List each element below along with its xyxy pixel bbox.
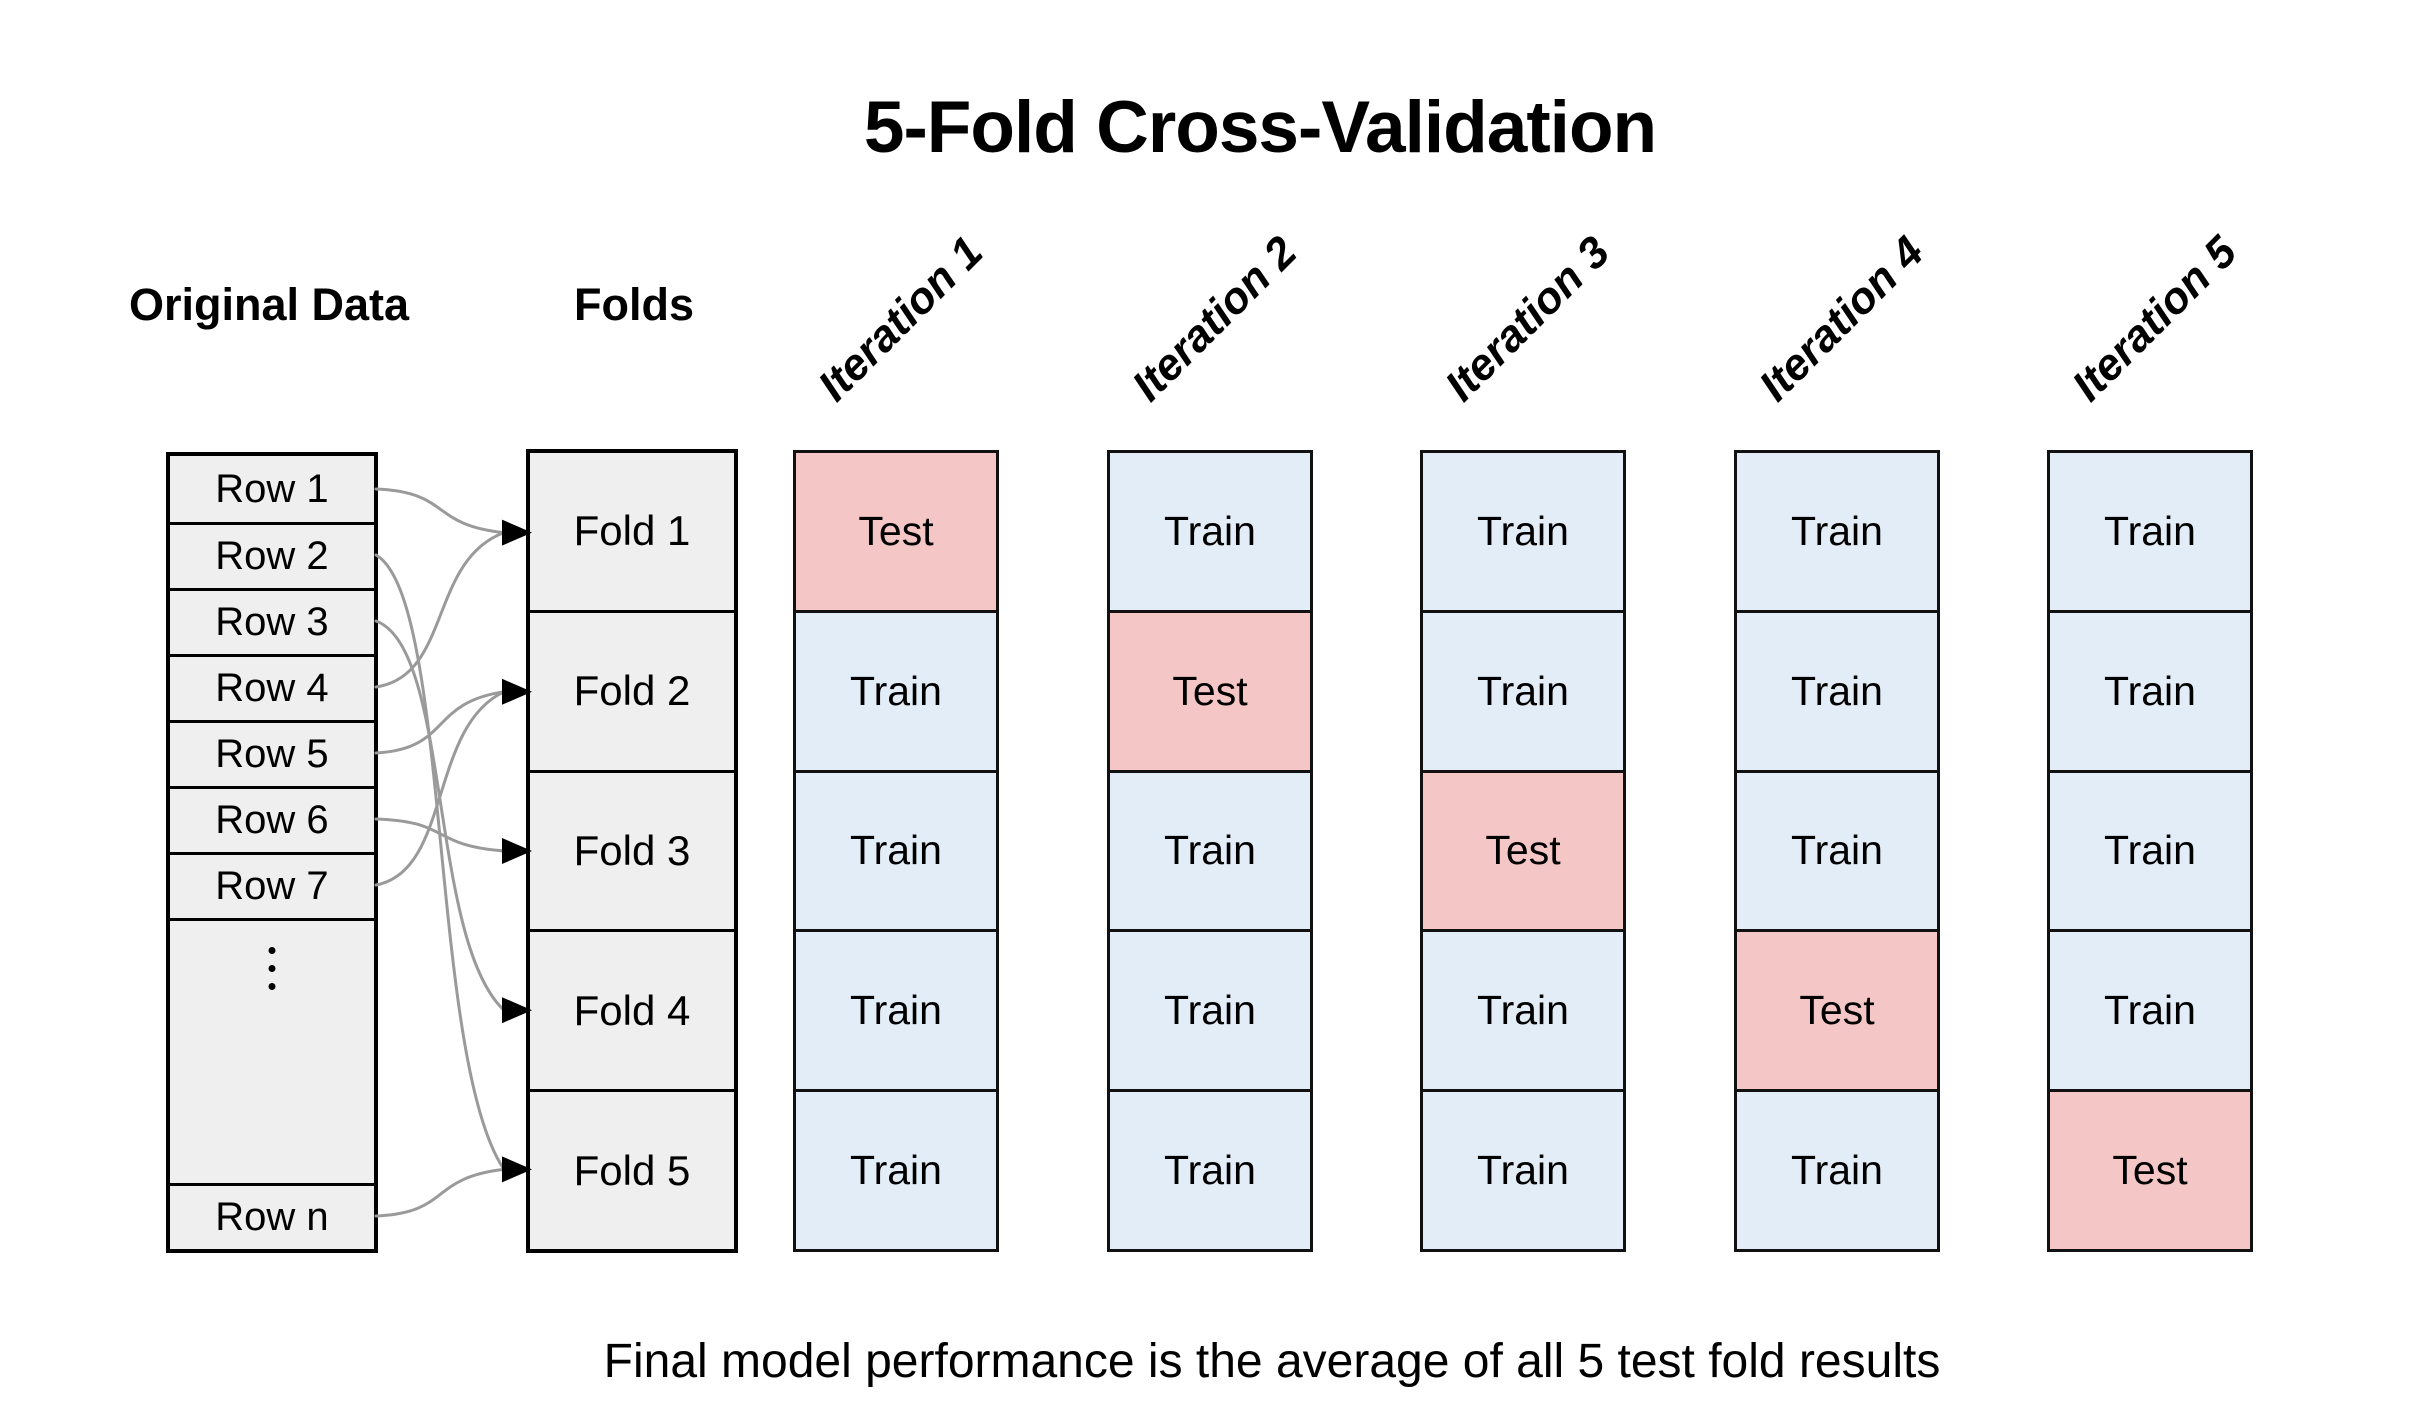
iteration-label: Iteration 4: [1749, 227, 1934, 411]
data-row: Row 3: [170, 588, 374, 654]
train-cell: Train: [1737, 769, 1937, 930]
row-to-fold-arrow: [374, 531, 506, 689]
data-row: Row 6: [170, 786, 374, 852]
train-cell: Train: [1737, 453, 1937, 610]
data-row: Row 4: [170, 654, 374, 720]
fold-cell: Fold 2: [530, 609, 734, 770]
train-cell: Train: [1423, 453, 1623, 610]
test-cell: Test: [796, 453, 996, 610]
row-to-fold-arrow: [374, 817, 506, 853]
train-cell: Train: [1110, 929, 1310, 1090]
ellipsis-dot: [268, 983, 276, 990]
data-row: Row 1: [215, 466, 329, 511]
row-to-fold-arrow: [374, 553, 506, 1171]
fold-cell: Fold 5: [530, 1089, 734, 1249]
iteration-label: Iteration 2: [1122, 227, 1307, 411]
iteration-label: Iteration 5: [2062, 227, 2247, 411]
data-row: Row 5: [170, 720, 374, 786]
train-cell: Train: [796, 769, 996, 930]
diagram-title: 5-Fold Cross-Validation: [863, 87, 1657, 168]
data-row: Row 7: [170, 852, 374, 918]
train-cell: Train: [2050, 769, 2250, 930]
ellipsis-dot: [268, 965, 276, 972]
iteration-label: Iteration 1: [808, 227, 993, 411]
data-row: Row 2: [170, 522, 374, 588]
test-cell: Test: [2050, 1089, 2250, 1249]
train-cell: Train: [1110, 1089, 1310, 1249]
original-data-header: Original Data: [128, 279, 410, 330]
row-to-fold-arrow: [374, 487, 506, 535]
fold-cell: Fold 4: [530, 929, 734, 1089]
train-cell: Train: [2050, 929, 2250, 1090]
row-to-fold-arrow: [374, 690, 506, 887]
train-cell: Train: [796, 1089, 996, 1249]
train-cell: Train: [1737, 1089, 1937, 1249]
train-cell: Train: [1110, 453, 1310, 610]
test-cell: Test: [1737, 929, 1937, 1090]
caption: Final model performance is the average o…: [603, 1335, 1941, 1388]
ellipsis-cell: [170, 918, 374, 1183]
train-cell: Train: [1110, 769, 1310, 930]
fold-cell: Fold 3: [530, 769, 734, 930]
test-cell: Test: [1110, 609, 1310, 770]
row-to-fold-arrow: [374, 619, 506, 1012]
test-cell: Test: [1423, 769, 1623, 930]
fold-cell: Fold 1: [573, 507, 691, 555]
train-cell: Train: [1423, 1089, 1623, 1249]
train-cell: Train: [2050, 453, 2250, 610]
train-cell: Train: [1737, 609, 1937, 770]
ellipsis-dot: [268, 947, 276, 954]
row-to-fold-arrow: [374, 1167, 506, 1218]
train-cell: Train: [796, 609, 996, 770]
iteration-label: Iteration 3: [1435, 227, 1620, 411]
train-cell: Train: [1423, 609, 1623, 770]
data-row-n: Row n: [170, 1183, 374, 1249]
folds-header: Folds: [574, 279, 694, 330]
train-cell: Train: [2050, 609, 2250, 770]
ellipsis: [268, 947, 276, 990]
train-cell: Train: [796, 929, 996, 1090]
train-cell: Train: [1423, 929, 1623, 1090]
row-to-fold-arrow: [374, 690, 506, 755]
